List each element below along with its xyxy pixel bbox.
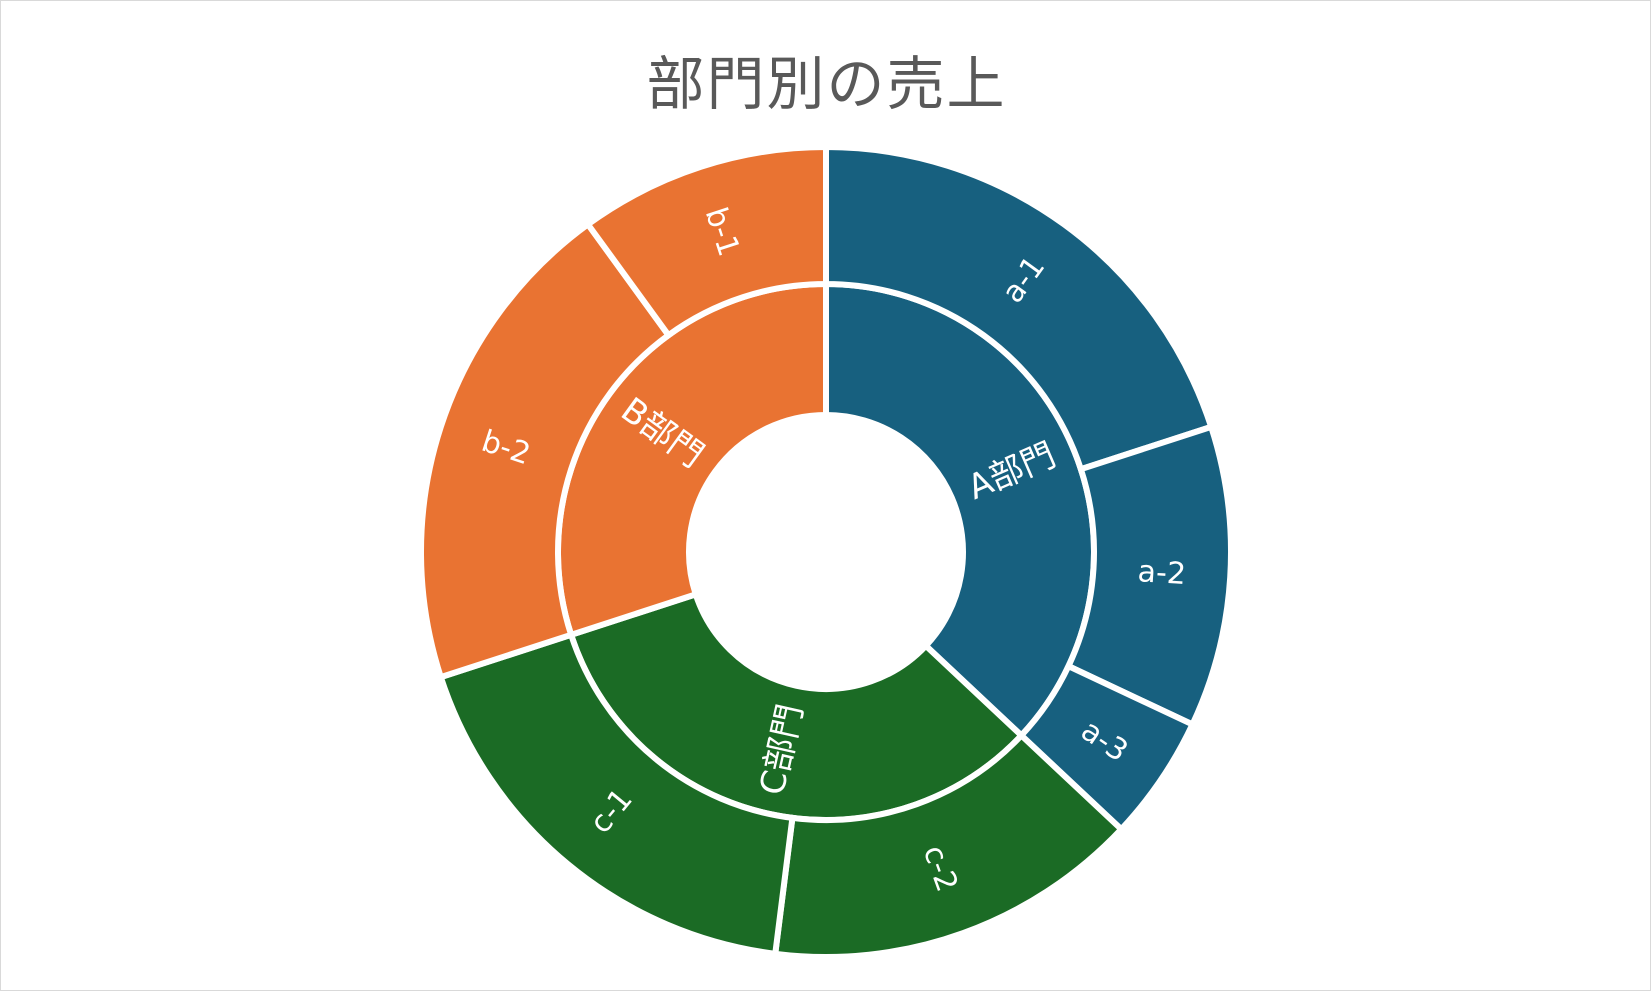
segment-b-2: [418, 220, 673, 681]
segment-c-1: [437, 631, 796, 958]
segment-b-1: [583, 143, 829, 340]
chart-title: 部門別の売上: [646, 50, 1007, 118]
segment-a-1: [823, 143, 1215, 473]
inner-ring: [555, 280, 1097, 823]
label-a-2: a-2: [1137, 554, 1187, 592]
outer-ring: [418, 143, 1234, 960]
